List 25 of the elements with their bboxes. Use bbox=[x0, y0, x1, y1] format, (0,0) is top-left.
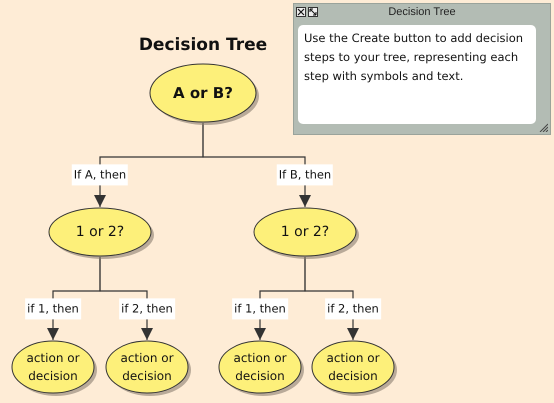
node-text: A or B? bbox=[172, 82, 234, 104]
node-text: action or decision bbox=[232, 350, 288, 385]
note-text: Use the Create button to add decision steps to your tree, representing each step with symbols and text. bbox=[304, 30, 524, 85]
ellipse-node bbox=[253, 207, 357, 257]
edge-label: if 1, then bbox=[232, 298, 288, 320]
edge-label: if 2, then bbox=[119, 298, 175, 320]
window-title: Decision Tree bbox=[387, 5, 457, 20]
node-text: action or decision bbox=[25, 350, 81, 385]
edge-label: If A, then bbox=[72, 164, 128, 186]
node-text: action or decision bbox=[325, 350, 381, 385]
ellipse-node bbox=[311, 340, 395, 394]
ellipse-node bbox=[105, 340, 189, 394]
node-text: 1 or 2? bbox=[74, 222, 126, 242]
ellipse-node bbox=[218, 340, 302, 394]
ellipse-node bbox=[149, 63, 257, 123]
node-text: 1 or 2? bbox=[280, 222, 330, 242]
connector-arrow bbox=[202, 123, 311, 207]
note-window bbox=[293, 3, 551, 135]
node-text: action or decision bbox=[119, 350, 175, 385]
ellipse-node bbox=[48, 207, 152, 257]
edge-label: if 2, then bbox=[325, 298, 381, 320]
edge-label: If B, then bbox=[276, 164, 334, 186]
ellipse-node bbox=[11, 340, 95, 394]
diagram-title: Decision Tree bbox=[138, 34, 268, 57]
edge-label: if 1, then bbox=[25, 298, 81, 320]
